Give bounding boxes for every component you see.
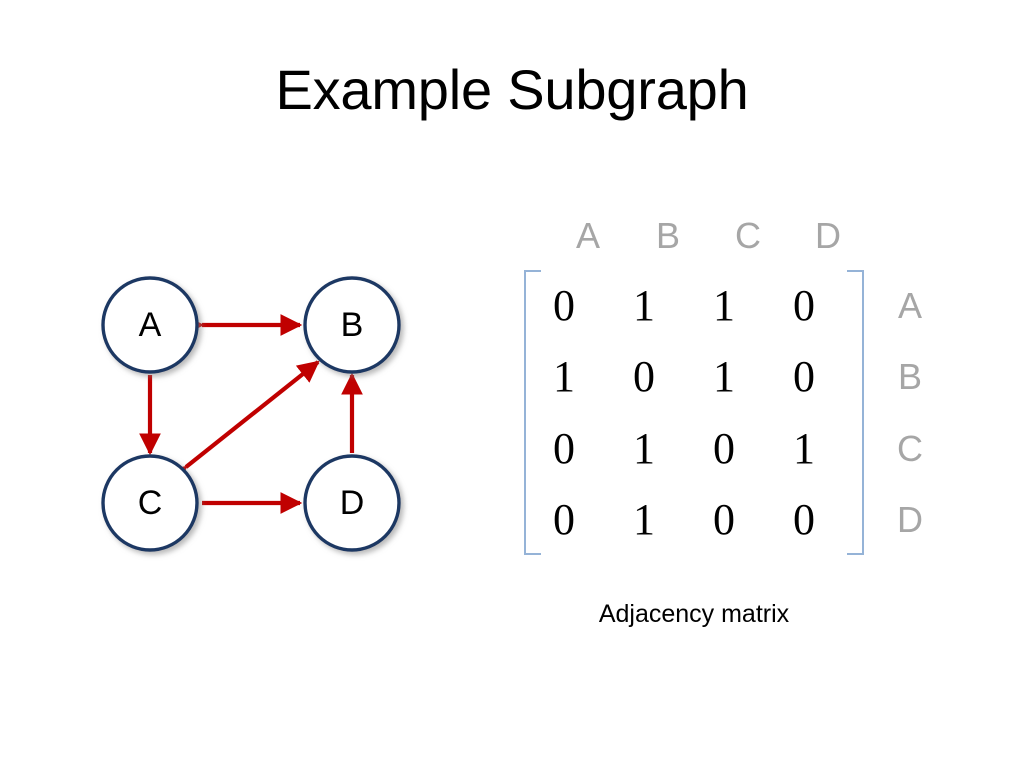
matrix-cell: 0 bbox=[793, 352, 815, 402]
table-row: 0 1 0 0 bbox=[524, 490, 844, 550]
matrix-cell: 1 bbox=[793, 423, 815, 473]
table-row: 1 0 1 0 bbox=[524, 347, 844, 407]
matrix-cell: 0 bbox=[713, 423, 735, 473]
matrix-cell: 1 bbox=[553, 352, 575, 402]
matrix-cell: 0 bbox=[553, 281, 575, 330]
node-label-a: A bbox=[139, 306, 162, 344]
matrix-cell: 1 bbox=[713, 352, 735, 402]
table-row: 0 1 1 0 bbox=[524, 276, 844, 336]
matrix-cell: 0 bbox=[553, 423, 575, 473]
node-label-d: D bbox=[340, 484, 365, 522]
adjacency-matrix-block: A B C D 0 1 1 0 1 0 1 0 0 1 0 1 0 1 0 bbox=[500, 210, 970, 650]
matrix-row-header: C bbox=[897, 427, 923, 469]
matrix-brackets bbox=[524, 270, 864, 555]
node-circle-d[interactable] bbox=[303, 454, 401, 552]
matrix-cell: 0 bbox=[793, 281, 815, 330]
matrix-row-header: D bbox=[897, 498, 923, 540]
matrix-row-headers: A B C D bbox=[880, 276, 940, 550]
matrix-grid: 0 1 1 0 1 0 1 0 0 1 0 1 0 1 0 0 bbox=[524, 276, 844, 550]
graph-node-b[interactable]: B bbox=[303, 276, 401, 374]
matrix-cell: 0 bbox=[633, 352, 655, 402]
graph-diagram: A B C D bbox=[70, 255, 450, 575]
matrix-cell: 0 bbox=[793, 494, 815, 544]
matrix-cell: 1 bbox=[713, 281, 735, 330]
graph-svg: A B C D bbox=[101, 276, 401, 552]
graph-node-c[interactable]: C bbox=[101, 454, 199, 552]
matrix-right-bracket bbox=[847, 270, 864, 555]
matrix-cell: 1 bbox=[633, 494, 655, 544]
node-circle-c[interactable] bbox=[101, 454, 199, 552]
matrix-column-header: A bbox=[575, 215, 600, 256]
node-label-b: B bbox=[341, 306, 364, 344]
matrix-column-header: D bbox=[815, 215, 841, 256]
graph-node-a[interactable]: A bbox=[101, 276, 199, 374]
table-row: 0 1 0 1 bbox=[524, 419, 844, 479]
matrix-column-header: B bbox=[655, 215, 680, 256]
matrix-column-header: C bbox=[735, 215, 761, 256]
node-label-c: C bbox=[138, 484, 163, 522]
page-title: Example Subgraph bbox=[275, 58, 749, 121]
matrix-caption: Adjacency matrix bbox=[598, 600, 790, 628]
graph-node-d[interactable]: D bbox=[303, 454, 401, 552]
matrix-cell: 0 bbox=[713, 494, 735, 544]
node-circle-a[interactable] bbox=[101, 276, 199, 374]
graph-edges bbox=[139, 314, 363, 514]
matrix-column-headers: A B C D bbox=[548, 218, 868, 254]
matrix-row-header: A bbox=[897, 285, 922, 326]
matrix-left-bracket bbox=[524, 270, 541, 555]
matrix-cell: 1 bbox=[633, 281, 655, 330]
matrix-row-header: B bbox=[897, 356, 922, 398]
edge-c-b bbox=[163, 360, 320, 488]
matrix-cell: 1 bbox=[633, 423, 655, 473]
matrix-cell: 0 bbox=[553, 494, 575, 544]
node-circle-b[interactable] bbox=[303, 276, 401, 374]
